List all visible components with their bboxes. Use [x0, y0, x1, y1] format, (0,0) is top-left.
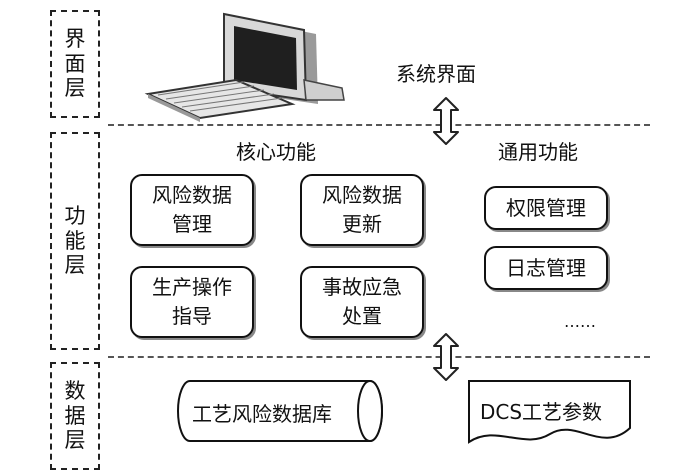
- document-icon: [468, 380, 631, 444]
- divider-function-data: [108, 356, 650, 358]
- layer-char: 能: [64, 228, 86, 253]
- layer-char: 界: [64, 26, 86, 51]
- database-label: 工艺风险数据库: [192, 402, 332, 426]
- layer-label-data: 数 据 层: [50, 362, 100, 470]
- double-arrow-icon: [433, 97, 459, 145]
- layer-char: 功: [64, 203, 86, 228]
- general-function-box: 日志管理: [484, 246, 608, 290]
- layer-char: 数: [64, 378, 86, 403]
- layer-char: 据: [64, 403, 86, 428]
- core-function-box: 风险数据 管理: [130, 174, 254, 246]
- layer-char: 层: [64, 253, 86, 278]
- layer-char: 层: [64, 428, 86, 453]
- core-function-box: 风险数据 更新: [300, 174, 424, 246]
- general-function-box: 权限管理: [484, 186, 608, 230]
- system-interface-label: 系统界面: [396, 62, 476, 86]
- layer-label-interface: 界 面 层: [50, 10, 100, 118]
- box-line: 处置: [342, 304, 382, 328]
- layer-char: 层: [64, 76, 86, 101]
- box-line: 风险数据: [152, 183, 232, 207]
- box-line: 风险数据: [322, 183, 402, 207]
- database-cylinder-icon: [177, 380, 383, 442]
- divider-interface-function: [108, 124, 650, 126]
- box-line: 事故应急: [322, 275, 402, 299]
- layer-label-function: 功 能 层: [50, 132, 100, 350]
- core-function-box: 事故应急 处置: [300, 266, 424, 338]
- box-line: 权限管理: [506, 195, 586, 220]
- core-functions-title: 核心功能: [236, 140, 316, 164]
- general-functions-title: 通用功能: [498, 140, 578, 164]
- box-line: 日志管理: [506, 255, 586, 280]
- ellipsis: ……: [564, 312, 596, 331]
- double-arrow-icon: [433, 333, 459, 381]
- box-line: 更新: [342, 212, 382, 236]
- layer-char: 面: [64, 51, 86, 76]
- box-line: 生产操作: [152, 275, 232, 299]
- document-label: DCS工艺参数: [480, 400, 603, 424]
- core-function-box: 生产操作 指导: [130, 266, 254, 338]
- box-line: 管理: [172, 212, 212, 236]
- box-line: 指导: [172, 304, 212, 328]
